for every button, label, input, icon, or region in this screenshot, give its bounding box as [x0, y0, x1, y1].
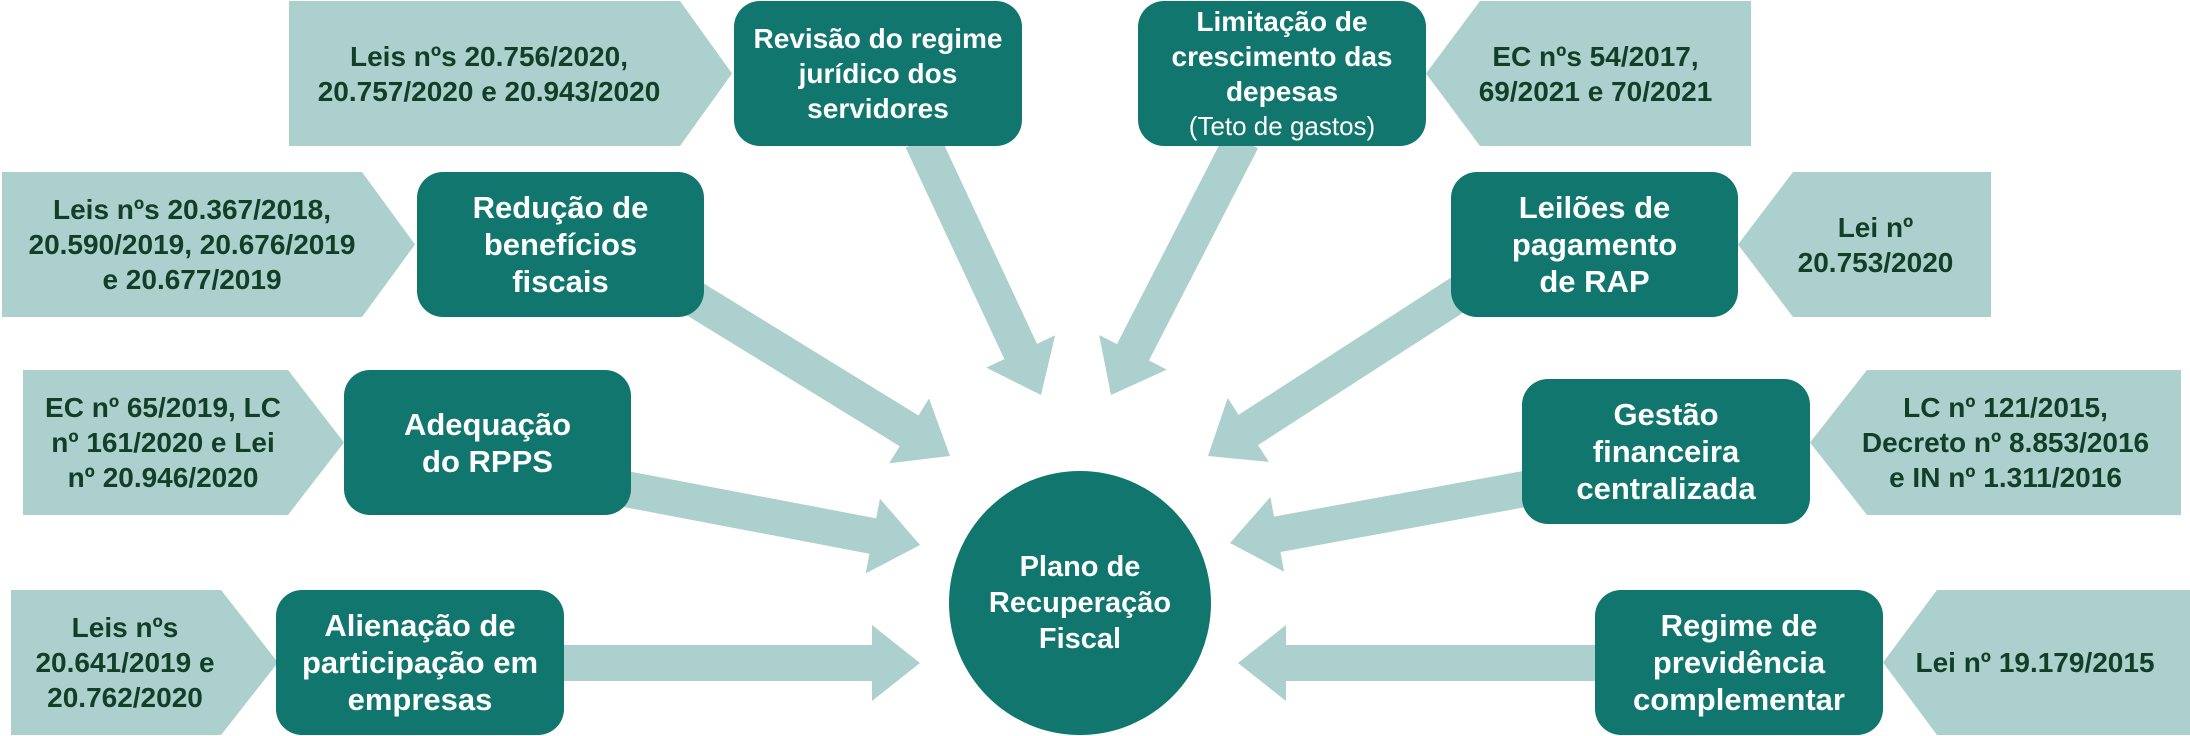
center-label: Plano de Recuperação Fiscal — [988, 551, 1172, 655]
law-text-revisao: Leis nºs 20.756/2020, 20.757/2020 e 20.9… — [317, 40, 661, 107]
law-text-alienacao: Leis nºs 20.641/2019 e 20.762/2020 — [35, 612, 215, 713]
law-text-regime: Lei nº 19.179/2015 — [1915, 647, 2155, 678]
measure-title: Adequação do RPPS — [403, 406, 572, 479]
law-text-adequacao: EC nº 65/2019, LC nº 161/2020 e Lei nº 2… — [45, 392, 281, 493]
measure-box-gestao: Gestão financeira centralizada — [1522, 379, 1810, 524]
measure-subtitle: (Teto de gastos) — [1188, 110, 1376, 141]
measure-box-reducao: Redução de benefícios fiscais — [417, 172, 704, 317]
law-text-gestao: LC nº 121/2015, Decreto nº 8.853/2016 e … — [1861, 392, 2150, 493]
arrow-gestao — [1230, 470, 1534, 572]
law-chevron-alienacao — [11, 590, 278, 735]
measure-box-alienacao: Alienação de participação em empresas — [276, 590, 564, 735]
law-chevron-adequacao — [23, 370, 344, 515]
law-text-limitacao: EC nºs 54/2017, 69/2021 e 70/2021 — [1478, 40, 1713, 107]
center-node-plano: Plano de Recuperação Fiscal — [949, 471, 1211, 735]
arrow-revisao — [905, 132, 1056, 395]
measure-title: Gestão financeira centralizada — [1576, 397, 1756, 506]
measure-box-revisao: Revisão do regime jurídico dos servidore… — [734, 1, 1022, 146]
law-chevron-limitacao — [1426, 1, 1751, 146]
measure-title: Leilões de pagamento de RAP — [1511, 190, 1678, 299]
arrow-limitacao — [1099, 131, 1259, 395]
law-chevron-regime — [1883, 590, 2190, 735]
arrow-reducao — [670, 274, 950, 464]
measure-title: Regime de previdência complementar — [1633, 608, 1845, 717]
measure-box-limitacao: Limitação de crescimento das depesas (Te… — [1138, 1, 1426, 146]
arrow-regime — [1238, 625, 1600, 701]
measure-box-regime: Regime de previdência complementar — [1595, 590, 1883, 735]
measure-box-adequacao: Adequação do RPPS — [344, 370, 631, 515]
law-chevron-gestao — [1810, 370, 2181, 515]
arrow-adequacao — [616, 470, 920, 574]
arrow-leiloes — [1208, 274, 1475, 462]
law-text-reducao: Leis nºs 20.367/2018, 20.590/2019, 20.67… — [28, 194, 356, 295]
measure-title: Alienação de participação em empresas — [301, 608, 539, 717]
law-chevron-revisao — [289, 1, 732, 146]
measure-title: Limitação de crescimento das depesas — [1171, 5, 1393, 107]
measure-title: Redução de benefícios fiscais — [472, 190, 649, 299]
law-chevron-reducao — [2, 172, 415, 317]
law-text-leiloes: Lei nº 20.753/2020 — [1797, 211, 1954, 278]
arrow-alienacao — [560, 625, 920, 701]
measure-title: Revisão do regime jurídico dos servidore… — [753, 23, 1003, 124]
law-chevron-leiloes — [1738, 172, 1991, 317]
measure-box-leiloes: Leilões de pagamento de RAP — [1451, 172, 1738, 317]
